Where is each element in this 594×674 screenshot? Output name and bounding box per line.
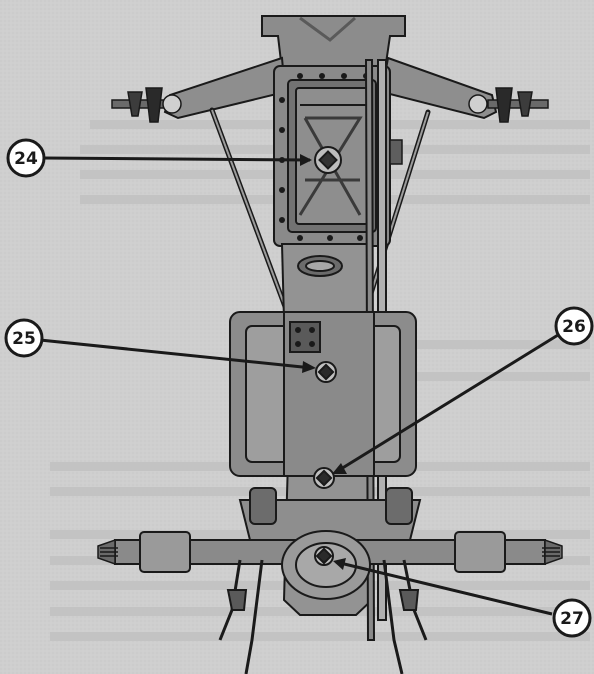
callout-24: 24 [6, 138, 312, 178]
tank-center-housing [283, 311, 375, 477]
drain-plug-27 [314, 546, 334, 566]
leader-line-26 [335, 333, 559, 474]
callout-label-24: 24 [14, 149, 38, 169]
brake-clevises [226, 589, 420, 611]
arrowhead-24 [300, 154, 312, 166]
callout-label-26: 26 [562, 317, 586, 337]
pan-side-bracket [389, 139, 403, 165]
callout-label-27: 27 [560, 609, 584, 629]
pan-drain-plug [314, 146, 342, 174]
rear-axle [114, 487, 546, 573]
left-upper-spring-mount [111, 87, 182, 123]
filler-plug-25 [315, 361, 337, 383]
arrowhead-25 [302, 361, 316, 373]
axle-ends [97, 538, 563, 566]
callout-26: 26 [332, 306, 594, 474]
leader-line-24 [43, 156, 311, 162]
callout-27: 27 [333, 558, 592, 638]
callout-label-25: 25 [12, 329, 36, 349]
leader-line-27 [335, 560, 553, 616]
callout-25: 25 [4, 318, 316, 373]
drain-plug-26 [313, 467, 335, 489]
arrowhead-26 [332, 463, 347, 474]
leader-line-25 [39, 338, 313, 370]
right-upper-spring-mount [468, 87, 549, 123]
arrowhead-27 [333, 558, 346, 570]
